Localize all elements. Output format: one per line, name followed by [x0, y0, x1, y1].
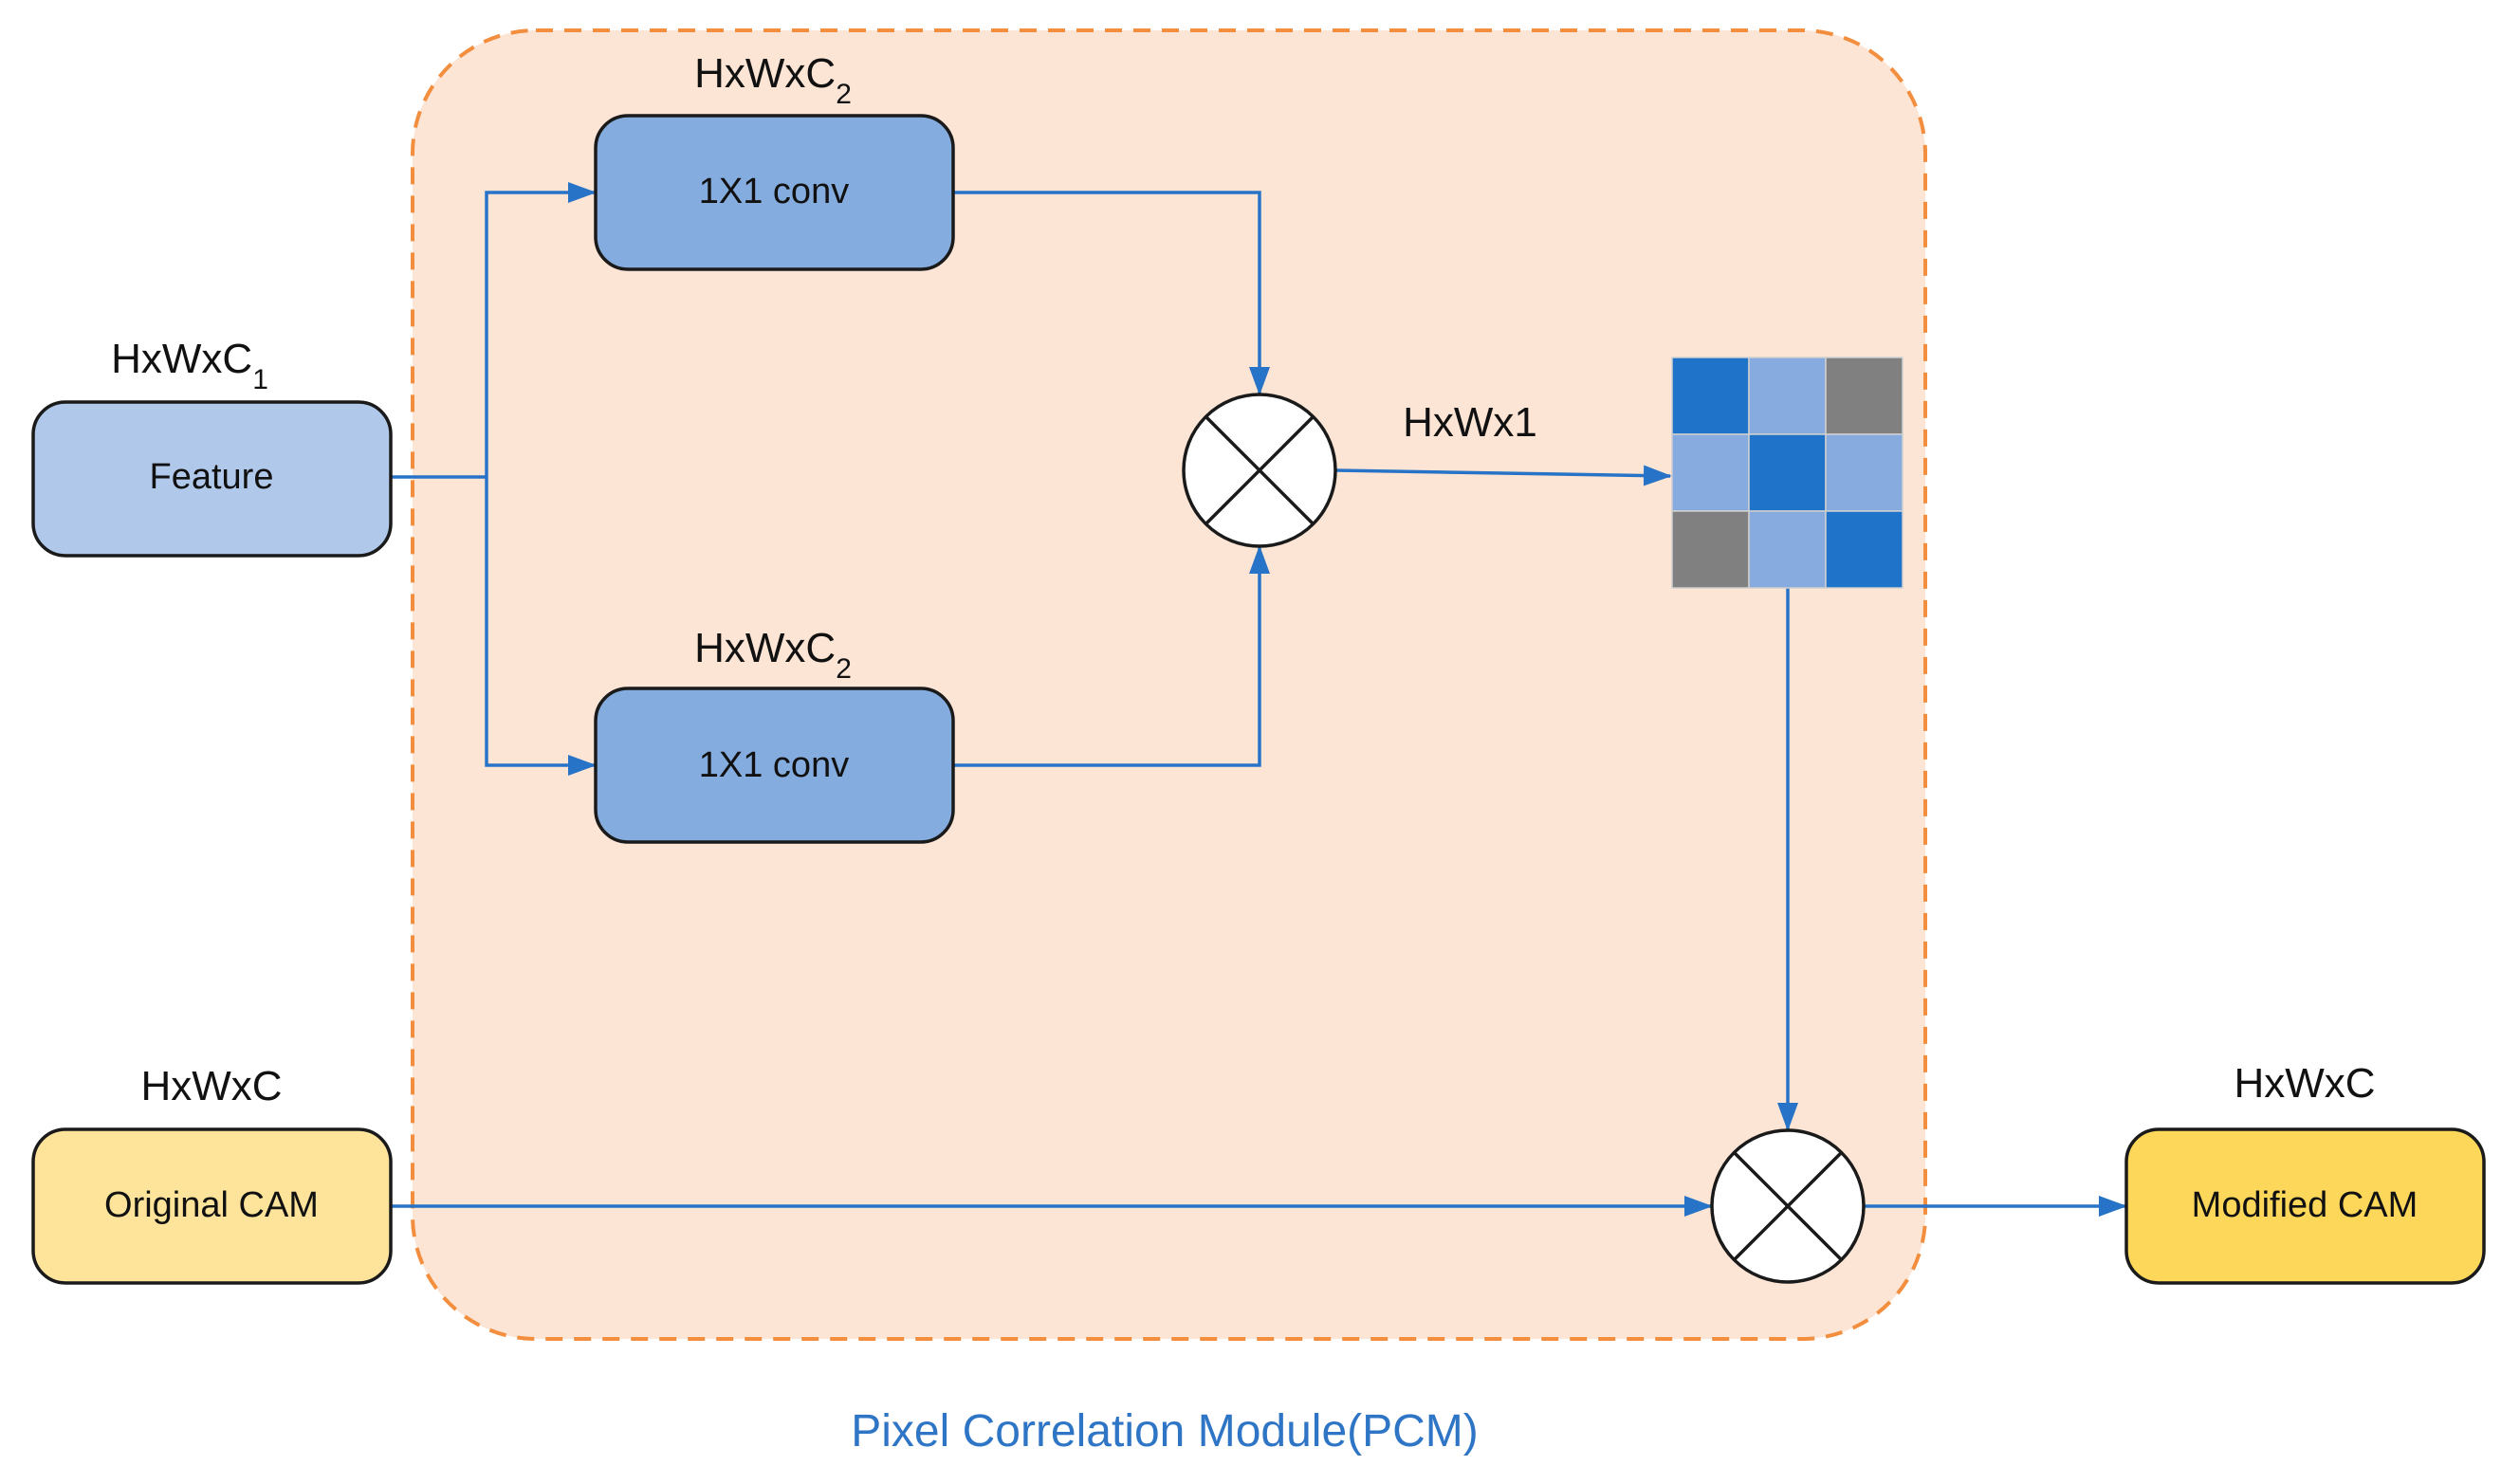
conv-top-label: 1X1 conv — [699, 172, 849, 211]
conv-bottom-to-multiply-arrow — [953, 545, 1270, 767]
matrix-cell — [1825, 357, 1903, 435]
conv-bottom-box — [594, 687, 955, 844]
matrix-cell — [1671, 510, 1750, 589]
feature-to-conv-top-arrow — [485, 182, 597, 477]
matrix-cell — [1748, 357, 1827, 435]
original-cam-label: Original CAM — [104, 1185, 319, 1225]
conv-top-dim-label: HxWxC2 — [694, 50, 852, 110]
matrix-cell — [1825, 433, 1903, 512]
conv-bottom-dim-label: HxWxC2 — [694, 625, 852, 685]
connector-lines — [391, 182, 2127, 1217]
conv-bottom-label: 1X1 conv — [699, 745, 849, 785]
original-cam-box — [31, 1127, 393, 1285]
pcm-module-region — [411, 28, 1927, 1341]
conv-top-box — [594, 114, 955, 271]
modified-cam-label: Modified CAM — [2192, 1185, 2418, 1225]
matrix-cell — [1748, 433, 1827, 512]
modified-cam-box — [2124, 1127, 2486, 1285]
multiply-bottom-icon — [1710, 1128, 1866, 1284]
conv-top-to-multiply-arrow — [953, 191, 1270, 395]
matrix-cell — [1748, 510, 1827, 589]
matrix-cell — [1671, 433, 1750, 512]
original-cam-dim-label: HxWxC — [140, 1063, 282, 1109]
multiply-top-output-label: HxWx1 — [1403, 399, 1537, 446]
feature-dim-label: HxWxC1 — [111, 336, 268, 395]
feature-label: Feature — [150, 457, 274, 497]
module-caption: Pixel Correlation Module(PCM) — [851, 1406, 1479, 1457]
feature-box — [31, 400, 393, 558]
matrix-cell — [1671, 357, 1750, 435]
matrix-cell — [1825, 510, 1903, 589]
multiply-top-icon — [1182, 393, 1337, 548]
feature-to-conv-bottom-arrow — [485, 477, 597, 776]
multiply-to-matrix-arrow — [1334, 465, 1672, 486]
modified-cam-dim-label: HxWxC — [2234, 1060, 2375, 1107]
correlation-matrix-icon — [1671, 357, 1903, 589]
